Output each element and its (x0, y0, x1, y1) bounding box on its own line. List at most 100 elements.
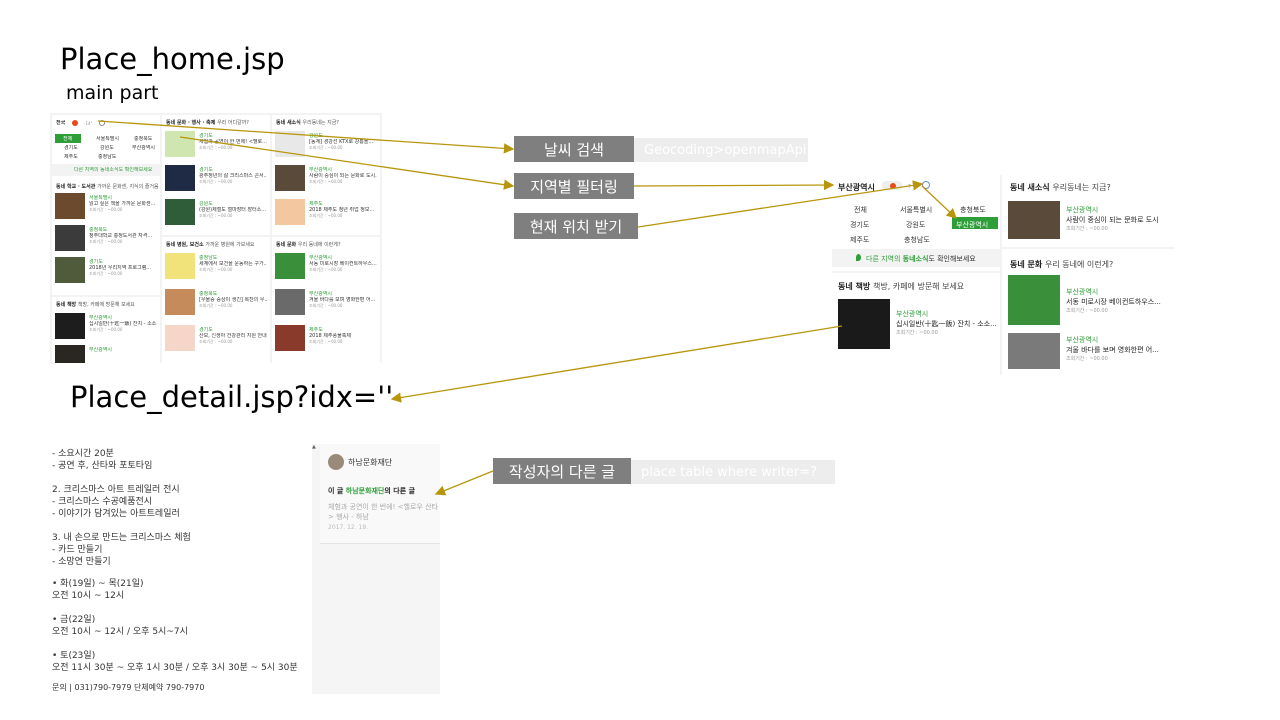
region-chip-all[interactable] (55, 134, 81, 143)
other-region-link[interactable]: 다른 지역의 동네소식도 확인해보세요 (74, 167, 153, 173)
writer-other-posts-label: 작성자의 다른 글 (493, 458, 631, 484)
other-region-bar[interactable] (832, 249, 1000, 267)
location-target-icon[interactable] (99, 120, 105, 126)
list-item[interactable]: 부산광역시 (55, 345, 155, 363)
region-chip[interactable]: 충청북도 (960, 206, 986, 214)
item-thumbnail (165, 131, 195, 157)
detail-line: • 토(23일) (52, 651, 96, 661)
arrow-current-location (637, 180, 924, 228)
detail-line: - 카드 만들기 (52, 545, 103, 555)
filter-panel: 부산광역시 -7 전체 서울특별시 충청북도 경기도 강원도 부산광역시 제주도… (832, 175, 1000, 271)
card-title: 동네 병원, 보건소 가까운 병원에 가보세요 (166, 242, 255, 248)
detail-line: - 이야기가 담겨있는 아트트레일러 (52, 509, 180, 519)
card-title: 동네 문화 우리 동네에 이런게? (1010, 260, 1114, 269)
detail-line: - 소요시간 20분 (52, 449, 114, 459)
arrow-writer-posts (434, 470, 494, 496)
detail-line: - 크리스마스 수공예품전시 (52, 497, 153, 507)
detail-line: 오전 10시 ~ 12시 / 오후 5시~7시 (52, 627, 188, 637)
detail-line: 3. 내 손으로 만드는 크리스마스 체험 (52, 533, 191, 543)
section-subtitle: main part (66, 82, 159, 104)
card-title: 동네 책방 책방, 카페에 방문해 보세요 (838, 282, 965, 291)
region-chip[interactable]: 강원도 (100, 145, 114, 151)
detail-line: 오전 10시 ~ 12시 (52, 591, 125, 601)
item-thumbnail (275, 165, 305, 191)
region-chip[interactable]: 경기도 (64, 145, 78, 151)
region-label: 전체 (63, 136, 73, 142)
detail-line: 오전 11시 30분 ~ 오후 1시 30분 / 오후 3시 30분 ~ 5시 … (52, 663, 298, 673)
other-post-link[interactable]: 체험과 공연이 한 번에! <헬로우 산타> 행사 - 하남 (328, 503, 438, 521)
item-thumbnail (275, 199, 305, 225)
detail-line: - 공연 후, 산타와 포토타임 (52, 461, 153, 471)
item-thumbnail (838, 299, 890, 349)
weather-sun-icon (890, 183, 896, 189)
list-item[interactable]: 충청북도[우울증 증상이 생긴] 복잔의 우...조회기간 : ~00.00 (165, 289, 267, 315)
item-thumbnail (55, 225, 85, 251)
page-title-detail: Place_detail.jsp?idx='' (70, 380, 394, 414)
region-chip[interactable]: 충청남도 (98, 154, 117, 160)
local-news-card: 동네 새소식 우리동네는 지금? 부산광역시 사람이 중심이 되는 문화로 도시… (1002, 175, 1174, 247)
list-item[interactable]: 부산광역시 서동 미로시장 베이컨트하우스... 조회기간 : ~00.00 (1008, 275, 1172, 327)
region-filter-label: 지역별 필터링 (514, 173, 634, 199)
item-thumbnail (1008, 201, 1060, 239)
card-title: 동네 문화 · 행사 · 축제 우리 어디갈까? (166, 120, 249, 126)
weather-sun-icon (72, 120, 78, 126)
list-item[interactable]: 부산광역시 십시일반(十匙一飯) 잔치 - 소소... 조회기간 : ~00.0… (838, 299, 998, 351)
writer-sidebar: ▲ 하남문화재단 이 글 하남문화재단의 다른 글 체험과 공연이 한 번에! … (312, 444, 440, 694)
region-chip[interactable]: 충청남도 (904, 236, 930, 244)
item-thumbnail (165, 253, 195, 279)
region-chip[interactable]: 충청북도 (134, 136, 153, 142)
pin-icon (856, 254, 861, 261)
region-chip-selected[interactable] (952, 217, 998, 229)
item-thumbnail (55, 345, 85, 363)
region-chip[interactable]: 경기도 (850, 221, 870, 229)
writer-card: 하남문화재단 이 글 하남문화재단의 다른 글 체험과 공연이 한 번에! <헬… (320, 444, 440, 544)
item-thumbnail (1008, 275, 1060, 325)
list-item[interactable]: 강원도(강원)제철도 철마장터 장터소...조회기간 : ~00.00 (165, 199, 266, 225)
card-title: 동네 새소식 우리동네는 지금? (1010, 183, 1111, 192)
arrow-region-filter (179, 136, 515, 190)
item-thumbnail (55, 193, 85, 219)
list-item[interactable]: 부산광역시 사람이 중심이 되는 문화로 도시 조회기간 : ~00.00 (1008, 201, 1172, 241)
region-chip[interactable]: 제주도 (850, 236, 870, 244)
region-chip[interactable]: 강원도 (906, 221, 926, 229)
region-chip[interactable]: 부산광역시 (132, 145, 156, 151)
weather-temp: -7 (906, 184, 911, 190)
region-chip[interactable]: 전체 (854, 206, 867, 214)
region-chip[interactable]: 서울특별시 (96, 136, 120, 142)
page-title-home: Place_home.jsp (60, 42, 285, 76)
region-chip[interactable]: 제주도 (64, 154, 78, 160)
writer-query-tag: place table where writer=? (631, 460, 835, 484)
item-thumbnail (275, 325, 305, 351)
scroll-up-icon[interactable]: ▲ (312, 444, 316, 450)
card-title: 동네 책방 책방, 카페에 방문해 보세요 (56, 302, 135, 308)
detail-line: • 금(22일) (52, 615, 96, 625)
writer-name[interactable]: 하남문화재단 (348, 458, 393, 467)
current-location-label: 현재 위치 받기 (514, 213, 638, 239)
other-posts-heading: 이 글 하남문화재단의 다른 글 (328, 487, 416, 495)
list-item[interactable]: 부산광역시 겨울 바다를 보며 영화한편 어... 조회기간 : ~00.00 (1008, 333, 1172, 373)
weather-temp: -14° (84, 121, 93, 126)
item-thumbnail (55, 257, 85, 283)
other-region-link[interactable]: 다른 지역의 동네소식도 확인해보세요 (866, 255, 976, 263)
local-culture-card: 동네 문화 우리 동네에 이런게? 부산광역시 서동 미로시장 베이컨트하우스.… (1002, 249, 1174, 375)
region-filter-zoom-screenshot: 부산광역시 -7 전체 서울특별시 충청북도 경기도 강원도 부산광역시 제주도… (832, 175, 1174, 375)
region-chip[interactable]: 서울특별시 (900, 206, 933, 214)
